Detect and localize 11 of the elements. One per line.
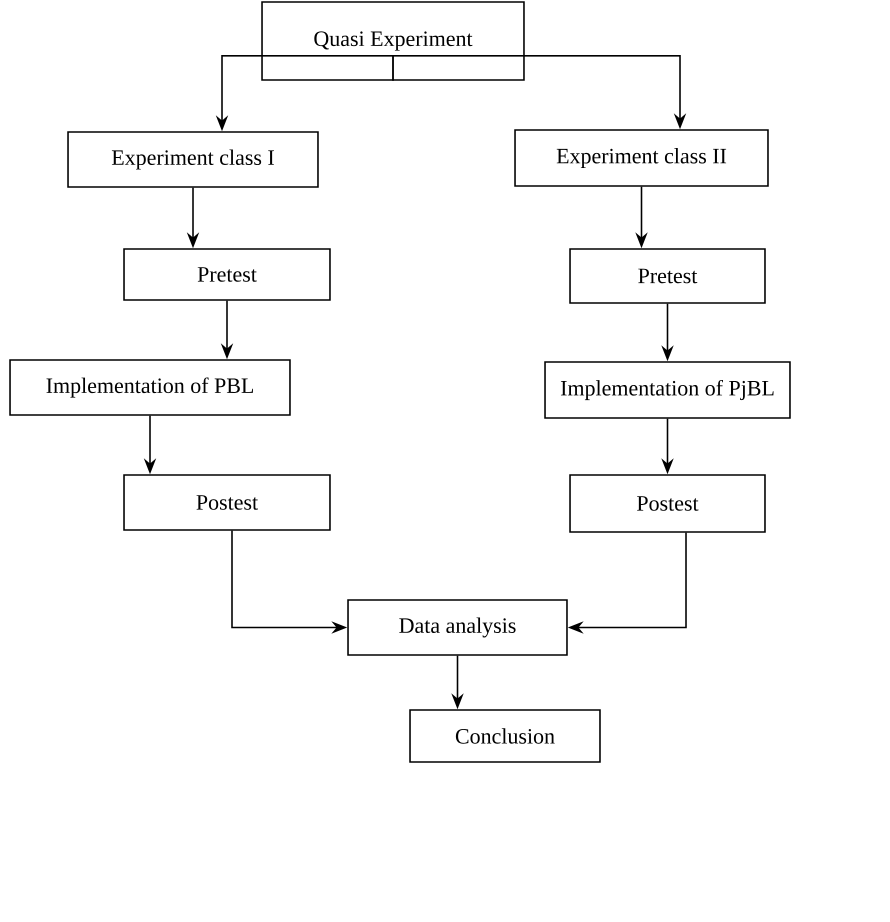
process-box: Experiment class I (67, 131, 319, 188)
process-box: Pretest (123, 248, 331, 301)
process-box: Pretest (569, 248, 766, 304)
process-box: Conclusion (409, 709, 601, 763)
process-box: Implementation of PBL (9, 359, 291, 416)
process-box: Experiment class II (514, 129, 769, 187)
process-box: Postest (569, 474, 766, 533)
process-box: Implementation of PjBL (544, 361, 791, 419)
process-box: Quasi Experiment (261, 1, 525, 81)
process-box: Postest (123, 474, 331, 531)
process-box: Data analysis (347, 599, 568, 656)
